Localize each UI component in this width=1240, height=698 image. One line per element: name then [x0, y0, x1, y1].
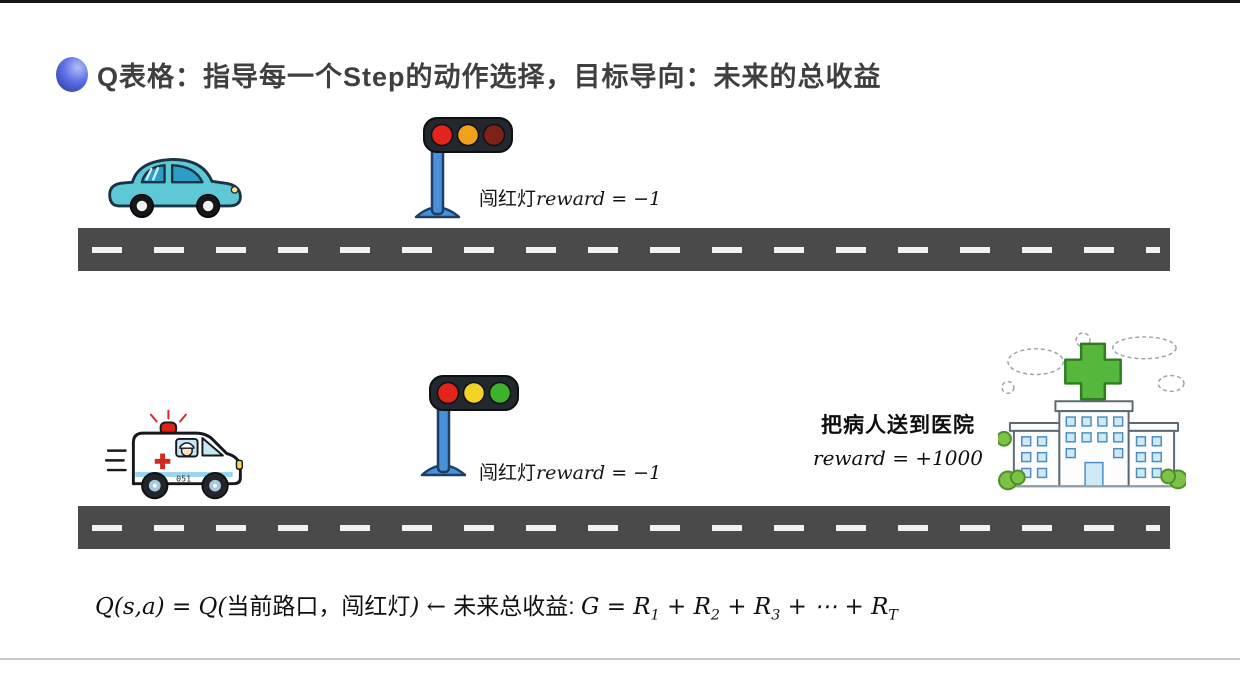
- ambulance-number: 051: [176, 473, 191, 483]
- red-cross-emblem: [154, 453, 171, 470]
- traffic-light-top-icon: [414, 117, 513, 219]
- road-bottom: [78, 506, 1170, 549]
- sphere-bullet-icon: [56, 57, 88, 92]
- ambulance-icon: 051: [104, 409, 244, 500]
- red-light: [430, 123, 454, 147]
- bushes: [998, 430, 1186, 491]
- green-light-off: [482, 123, 506, 147]
- green-light: [488, 381, 512, 405]
- car-icon: [108, 158, 242, 218]
- label-hospital-reward-value: reward = +1000: [813, 446, 983, 470]
- red-light: [436, 381, 460, 405]
- yellow-light: [456, 123, 480, 147]
- label-run-red-light: 闯红灯: [479, 463, 537, 484]
- windshield: [201, 437, 224, 457]
- traffic-light-bottom-icon: [420, 375, 519, 477]
- slide-bottom-edge: [0, 658, 1240, 660]
- car-window-front: [170, 164, 204, 184]
- yellow-light: [462, 381, 486, 405]
- label-reward-value: reward = −1: [536, 188, 662, 210]
- slide-title: Q表格：指导每一个Step的动作选择，目标导向：未来的总收益: [97, 62, 882, 92]
- hospital-reward-label: 把病人送到医院 reward = +1000: [798, 409, 998, 470]
- traffic-light-pole: [436, 402, 451, 474]
- hospital-icon: [998, 332, 1186, 491]
- hospital-door: [1084, 461, 1104, 488]
- green-cross: [1064, 342, 1122, 401]
- slide-top-edge: [0, 0, 1240, 3]
- label-reward-value: reward = −1: [536, 462, 662, 484]
- red-light-reward-label-bottom: 闯红灯reward = −1: [479, 458, 661, 485]
- windows: [1021, 416, 1162, 488]
- label-run-red-light: 闯红灯: [479, 189, 537, 210]
- road-top: [78, 228, 1170, 271]
- ambulance-body: [131, 431, 242, 486]
- ambulance-stripe: [135, 472, 233, 477]
- traffic-light-pole: [430, 144, 445, 216]
- title-row: Q表格：指导每一个Step的动作选择，目标导向：未来的总收益: [56, 55, 882, 94]
- speed-lines: [104, 449, 127, 472]
- label-deliver-patient: 把病人送到医院: [821, 414, 975, 437]
- q-value-formula: Q(s,a) = Q(当前路口，闯红灯) ← 未来总收益: G = R1 + R…: [95, 593, 898, 624]
- headlight: [235, 459, 244, 470]
- red-light-reward-label-top: 闯红灯reward = −1: [479, 184, 661, 211]
- driver-cap: [179, 442, 195, 449]
- beacon-rays: [149, 409, 187, 423]
